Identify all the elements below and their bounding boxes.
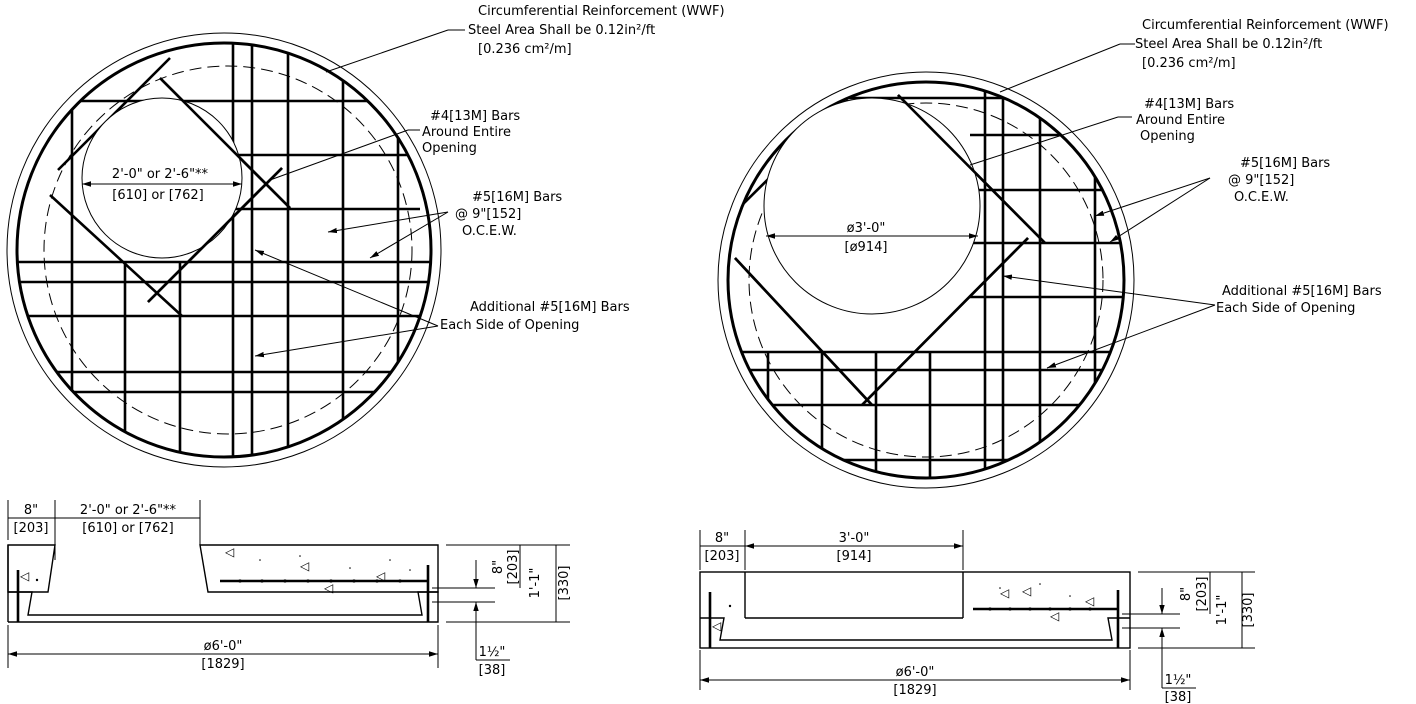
left-section-edge-dim-ft: 8" [24, 503, 38, 518]
right-plan-view: ø3'-0" [ø914] Circumferential Reinforcem… [717, 18, 1389, 489]
svg-text:◁: ◁ [999, 586, 1009, 600]
right-wwf-note-line1: Circumferential Reinforcement (WWF) [1142, 18, 1389, 33]
left-opening-bars-note-1: #4[13M] Bars [430, 109, 520, 124]
left-wwf-note-line1: Circumferential Reinforcement (WWF) [478, 4, 725, 19]
right-opening-circle [763, 97, 981, 315]
left-grid-bars-note-3: O.C.E.W. [462, 224, 517, 239]
right-opening-bars-note-2: Around Entire [1136, 113, 1225, 128]
svg-text:◁: ◁ [1084, 594, 1094, 608]
left-additional-note-1: Additional #5[16M] Bars [470, 300, 630, 315]
left-section-view: 8" [203] 2'-0" or 2'-6"** [610] or [762]… [7, 500, 572, 678]
left-section-bottom-cover-in: 1½" [479, 645, 506, 660]
left-grid-bars-note-2: @ 9"[152] [455, 207, 521, 222]
right-outer-circle [717, 71, 1135, 489]
right-opening-bars-note-1: #4[13M] Bars [1144, 97, 1234, 112]
right-slab-edge-circle [726, 80, 1126, 480]
left-section-opening-dim-mm: [610] or [762] [82, 521, 173, 536]
left-section-bottom-cover-mm: [38] [479, 663, 506, 678]
left-section-top-cover-ft: 8" [491, 560, 506, 574]
left-grid-bars-note-1: #5[16M] Bars [472, 190, 562, 205]
right-additional-note-1: Additional #5[16M] Bars [1222, 284, 1382, 299]
right-section-diameter-ft: ø6'-0" [896, 665, 935, 680]
svg-text:◁: ◁ [375, 569, 385, 583]
left-outer-circle [6, 32, 442, 468]
right-wwf-note-line2: Steel Area Shall be 0.12in²/ft [1135, 37, 1322, 52]
right-opening-dim-mm: [ø914] [845, 240, 888, 255]
right-section-edge-dim-mm: [203] [705, 549, 740, 564]
svg-text:◁: ◁ [1049, 609, 1059, 623]
svg-text:◁: ◁ [1021, 584, 1031, 598]
right-additional-note-2: Each Side of Opening [1216, 301, 1355, 316]
left-plan-view: 2'-0" or 2'-6"** [610] or [762] Circumfe… [6, 4, 725, 468]
left-opening-bars-note-3: Opening [422, 141, 477, 156]
left-section-top-cover-mm: [203] [506, 550, 521, 585]
right-section-thickness-mm: [330] [1241, 593, 1256, 628]
right-grid-bars-note-2: @ 9"[152] [1228, 173, 1294, 188]
right-section-view: 8" [203] 3'-0" [914] ◁ ◁ ◁ ◁ ◁ 8" [ [699, 530, 1256, 704]
right-section-diameter-mm: [1829] [893, 683, 936, 698]
left-wwf-note-line3: [0.236 cm²/m] [478, 42, 572, 57]
right-section-opening-dim-mm: [914] [837, 549, 872, 564]
svg-text:◁: ◁ [323, 581, 333, 595]
right-section-thickness-ft: 1'-1" [1215, 595, 1230, 626]
left-opening-dim-ft: 2'-0" or 2'-6"** [112, 167, 209, 182]
svg-text:◁: ◁ [224, 545, 234, 559]
right-section-bottom-cover-in: 1½" [1165, 673, 1192, 688]
right-wwf-note-line3: [0.236 cm²/m] [1142, 56, 1236, 71]
left-section-diameter-mm: [1829] [201, 657, 244, 672]
right-wwf-dashed-circle [748, 102, 1104, 458]
right-section-edge-dim-ft: 8" [715, 531, 729, 546]
right-grid-bars-note-1: #5[16M] Bars [1240, 156, 1330, 171]
left-section-opening-dim-ft: 2'-0" or 2'-6"** [80, 503, 177, 518]
right-section-top-cover-mm: [203] [1195, 577, 1210, 612]
svg-text:◁: ◁ [299, 559, 309, 573]
left-section-edge-dim-mm: [203] [14, 521, 49, 536]
right-opening-bars-note-3: Opening [1140, 129, 1195, 144]
left-section-thickness-ft: 1'-1" [528, 568, 543, 599]
right-grid-bars-note-3: O.C.E.W. [1234, 190, 1289, 205]
left-slab-edge-circle [15, 41, 433, 459]
right-section-opening-dim-ft: 3'-0" [839, 531, 870, 546]
right-section-bottom-cover-mm: [38] [1165, 690, 1192, 704]
left-wwf-note-line2: Steel Area Shall be 0.12in²/ft [468, 23, 655, 38]
left-additional-note-2: Each Side of Opening [440, 318, 579, 333]
left-section-diameter-ft: ø6'-0" [204, 639, 243, 654]
right-opening-dim-ft: ø3'-0" [847, 221, 886, 236]
svg-text:◁: ◁ [19, 569, 29, 583]
right-section-top-cover-ft: 8" [1179, 587, 1194, 601]
svg-text:◁: ◁ [711, 619, 721, 633]
left-section-thickness-mm: [330] [557, 566, 572, 601]
left-wwf-dashed-circle [43, 65, 413, 435]
left-opening-bars-note-2: Around Entire [422, 125, 511, 140]
left-rebar-grid [17, 43, 431, 457]
left-opening-dim-mm: [610] or [762] [112, 188, 203, 203]
